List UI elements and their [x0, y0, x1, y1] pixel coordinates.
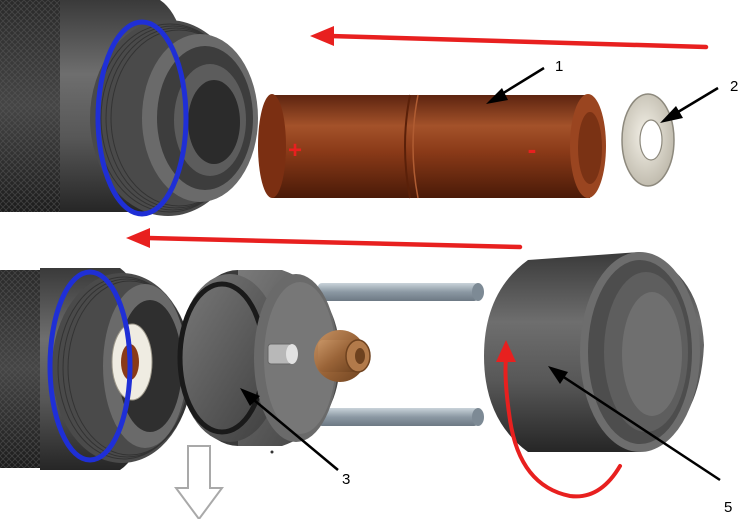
top-direction-arrow — [310, 26, 709, 50]
callout-1-label: 1 — [555, 58, 563, 75]
bottom-flashlight-body — [0, 268, 193, 470]
callout-2: 2 — [660, 78, 738, 123]
callout-1: 1 — [486, 58, 563, 104]
callout-5-label: 5 — [724, 499, 732, 516]
callout-2-label: 2 — [730, 78, 738, 95]
battery-minus-label: - — [528, 134, 537, 164]
tail-sleeve — [484, 252, 704, 452]
bottom-direction-arrow — [126, 228, 523, 250]
battery-plus-label: + — [288, 137, 302, 164]
washer — [621, 93, 675, 187]
battery-cap-assembly — [177, 270, 484, 454]
top-o-ring — [95, 19, 189, 217]
callout-3-label: 3 — [342, 471, 350, 488]
callout-5: 5 — [548, 366, 732, 516]
battery: + - — [258, 94, 606, 199]
callout-3: 3 — [240, 388, 350, 488]
rotation-arrow — [496, 340, 622, 499]
bottom-o-ring — [47, 269, 133, 463]
top-flashlight-body — [0, 0, 258, 216]
outlined-down-arrow-icon — [174, 445, 224, 519]
